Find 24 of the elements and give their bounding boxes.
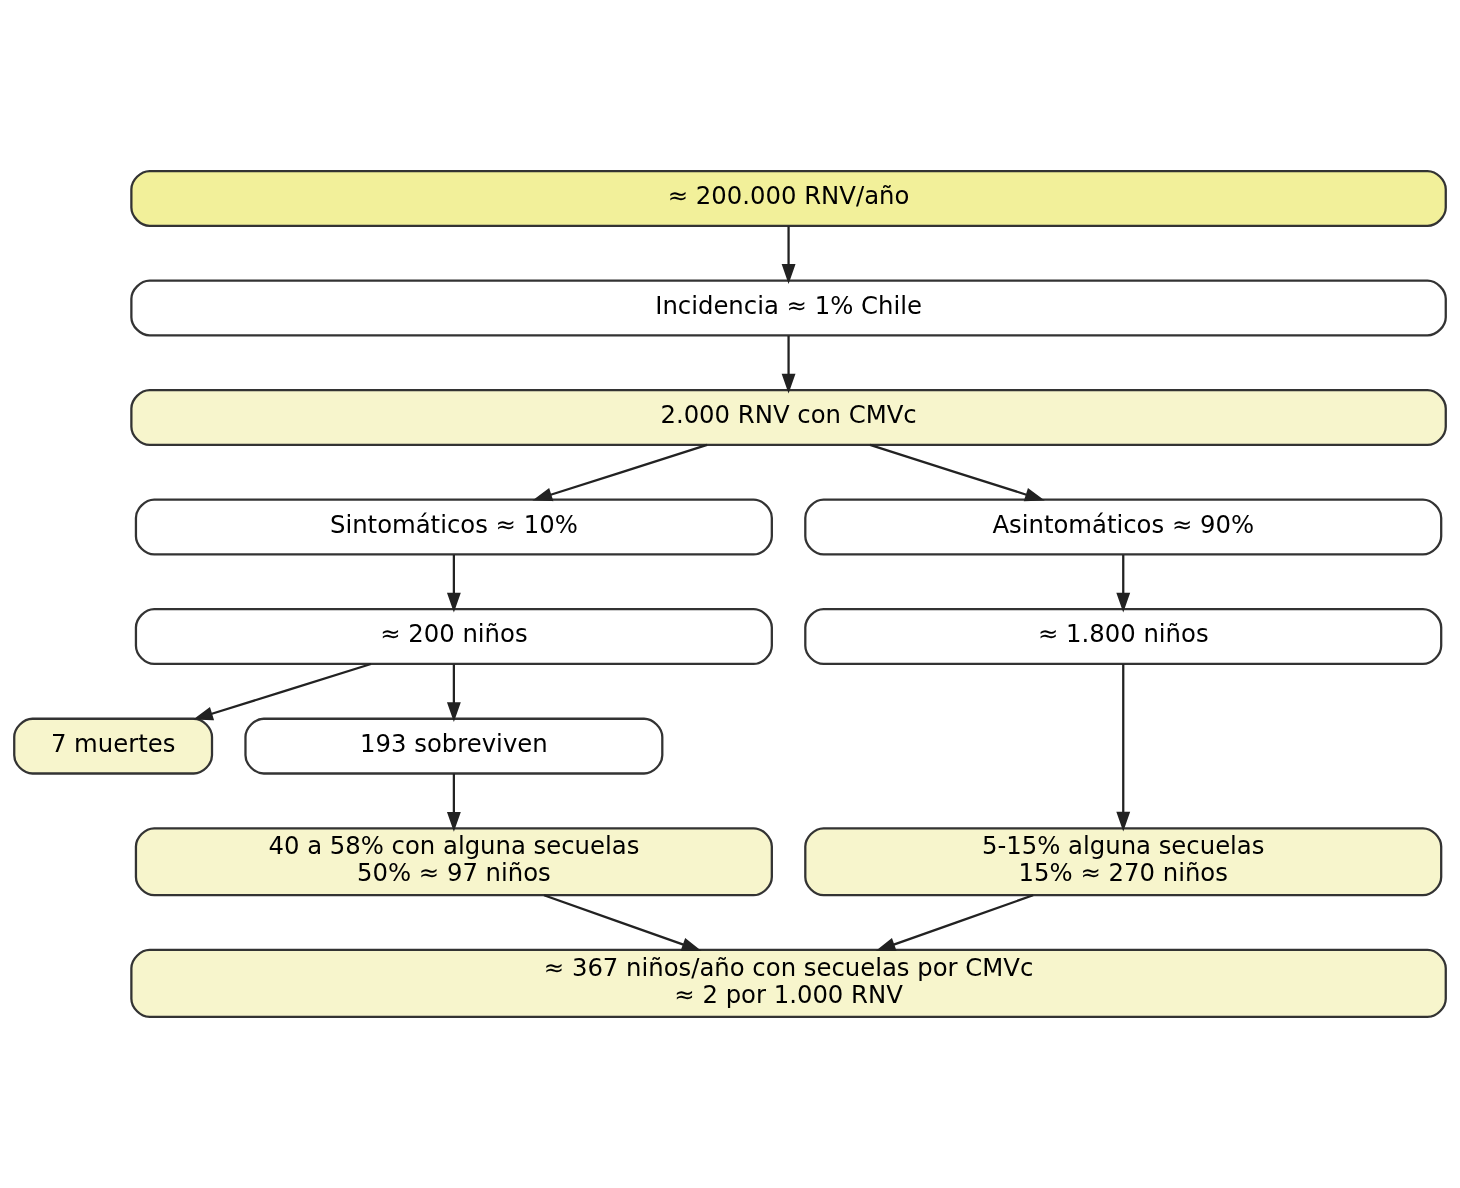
arrow (446, 554, 461, 613)
node-box: ≈ 200.000 RNV/año (130, 169, 1447, 227)
node-box: ≈ 1.800 niños (804, 608, 1443, 666)
arrow (446, 773, 461, 832)
node-box: Incidencia ≈ 1% Chile (130, 279, 1447, 337)
arrow (875, 894, 1034, 952)
node-box: Sintomáticos ≈ 10% (134, 498, 773, 556)
node-box: 7 muertes (13, 717, 214, 775)
node-box: ≈ 200 niños (134, 608, 773, 666)
arrow (193, 662, 372, 721)
arrow (781, 335, 796, 394)
arrow (1116, 664, 1131, 832)
node-box: 5-15% alguna secuelas 15% ≈ 270 niños (804, 827, 1443, 897)
arrow (781, 226, 796, 284)
node-box: 2.000 RNV con CMVc (130, 389, 1447, 447)
node-box: Asintomáticos ≈ 90% (804, 498, 1443, 556)
arrow (532, 443, 708, 502)
arrow (543, 894, 702, 952)
arrow (446, 664, 461, 723)
node-box: ≈ 367 niños/año con secuelas por CMVc ≈ 2 por 1.000 RNV (130, 948, 1447, 1019)
node-box: 193 sobreviven (244, 717, 664, 775)
arrow (1116, 554, 1131, 613)
node-box: 40 a 58% con alguna secuelas 50% ≈ 97 niños (134, 827, 773, 897)
arrow (869, 443, 1045, 502)
